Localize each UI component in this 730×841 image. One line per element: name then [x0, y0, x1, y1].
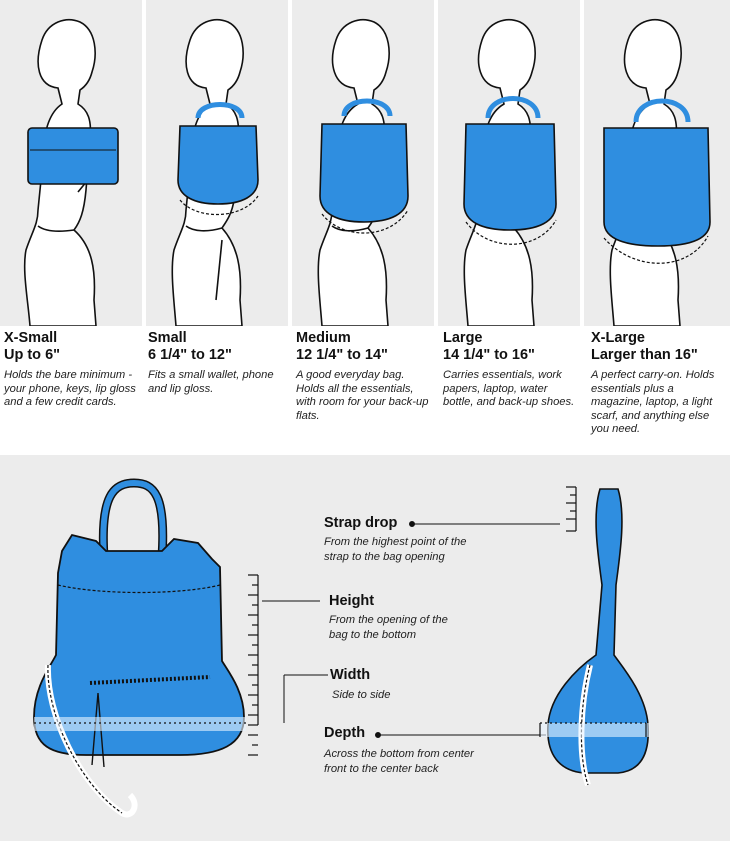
size-range: Larger than 16" — [591, 347, 698, 363]
figure-small-panel — [146, 0, 288, 326]
strap-drop-description: From the highest point of the strap to t… — [324, 536, 467, 563]
measurement-illustrations — [33, 478, 650, 818]
size-description: Carries essentials, work papers, laptop,… — [443, 369, 575, 408]
width-description: Side to side — [332, 689, 391, 701]
size-description: Holds the bare minimum - your phone, key… — [4, 369, 136, 408]
size-large: Large 14 1/4" to 16" Carries essentials,… — [443, 330, 581, 410]
side-ruler-depth — [539, 722, 647, 737]
side-ruler-strap — [566, 486, 577, 532]
depth-label: Depth — [324, 725, 366, 741]
size-range: 12 1/4" to 14" — [296, 347, 388, 363]
size-description: A good everyday bag. Holds all the essen… — [296, 369, 429, 422]
size-description: Fits a small wallet, phone and lip gloss… — [148, 369, 274, 395]
size-description: A perfect carry-on. Holds essentials plu… — [591, 369, 715, 435]
woman-medium-bag-illustration — [317, 18, 409, 326]
size-range: Up to 6" — [4, 347, 61, 363]
size-name: X-Small — [4, 330, 58, 346]
size-name: Large — [443, 330, 483, 346]
size-name: Small — [148, 330, 187, 346]
size-name: X-Large — [591, 330, 645, 346]
height-label: Height — [329, 593, 375, 609]
figure-medium-panel — [292, 0, 434, 326]
depth-description: Across the bottom from center front to t… — [324, 748, 474, 775]
size-small: Small 6 1/4" to 12" Fits a small wallet,… — [148, 330, 286, 396]
figure-large-panel — [438, 0, 580, 326]
size-xsmall: X-Small Up to 6" Holds the bare minimum … — [4, 330, 142, 410]
width-label: Width — [330, 667, 371, 683]
strap-drop-label: Strap drop — [324, 515, 398, 531]
size-range: 6 1/4" to 12" — [148, 347, 232, 363]
woman-large-bag-illustration — [463, 18, 557, 326]
woman-xlarge-bag-illustration — [603, 18, 711, 326]
size-xlarge: X-Large Larger than 16" A perfect carry-… — [591, 330, 727, 437]
height-description: From the opening of the bag to the botto… — [329, 614, 448, 641]
size-range: 14 1/4" to 16" — [443, 347, 535, 363]
size-medium: Medium 12 1/4" to 14" A good everyday ba… — [296, 330, 434, 423]
side-bag-illustration — [540, 488, 650, 786]
size-name: Medium — [296, 330, 351, 346]
front-bag-illustration — [33, 478, 246, 818]
front-ruler — [34, 574, 259, 756]
measurement-guide: Strap drop From the highest point of the… — [0, 455, 730, 841]
figure-xsmall-panel — [0, 0, 142, 326]
woman-small-bag-illustration — [171, 18, 259, 326]
woman-xsmall-clutch-illustration — [23, 18, 119, 326]
leader-lines — [262, 521, 560, 738]
figure-xlarge-panel — [584, 0, 730, 326]
